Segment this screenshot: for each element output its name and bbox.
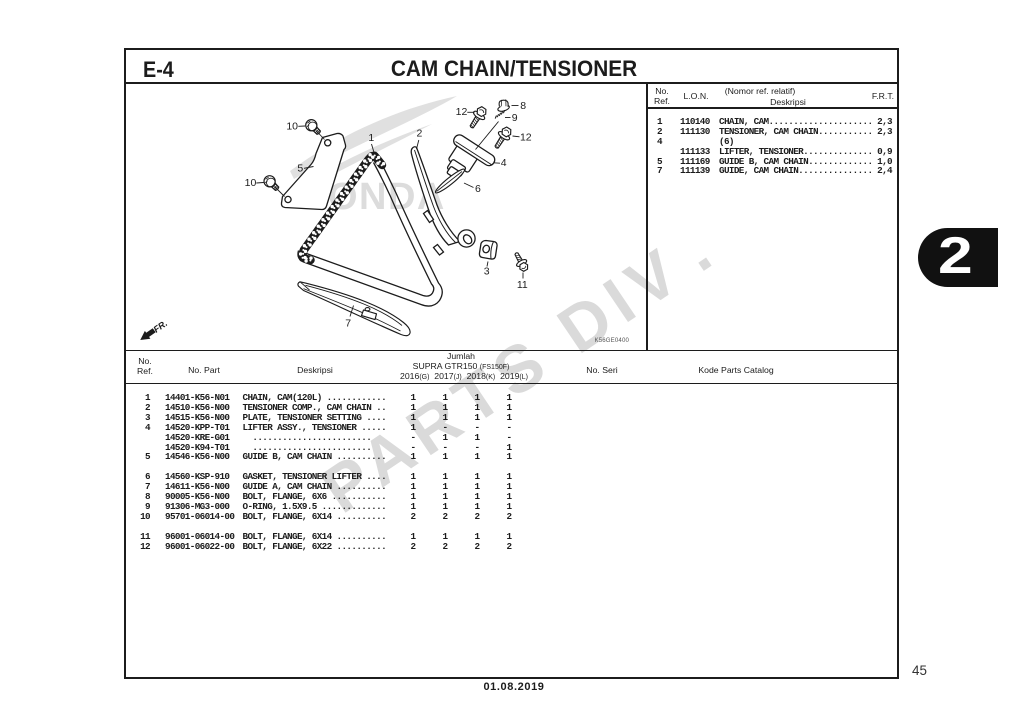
- svg-text:2: 2: [416, 128, 422, 140]
- svg-text:7: 7: [345, 318, 351, 330]
- svg-text:K56GE0400: K56GE0400: [595, 337, 630, 344]
- svg-text:5: 5: [297, 163, 303, 175]
- svg-text:6: 6: [475, 183, 481, 195]
- svg-text:12: 12: [520, 132, 532, 144]
- svg-text:1: 1: [368, 132, 374, 144]
- svg-text:10: 10: [245, 177, 257, 189]
- svg-text:9: 9: [512, 112, 518, 124]
- svg-text:10: 10: [286, 121, 298, 133]
- svg-text:4: 4: [501, 157, 507, 169]
- svg-text:8: 8: [520, 100, 526, 112]
- svg-text:11: 11: [517, 279, 528, 291]
- svg-text:12: 12: [456, 106, 468, 118]
- svg-text:3: 3: [484, 266, 490, 278]
